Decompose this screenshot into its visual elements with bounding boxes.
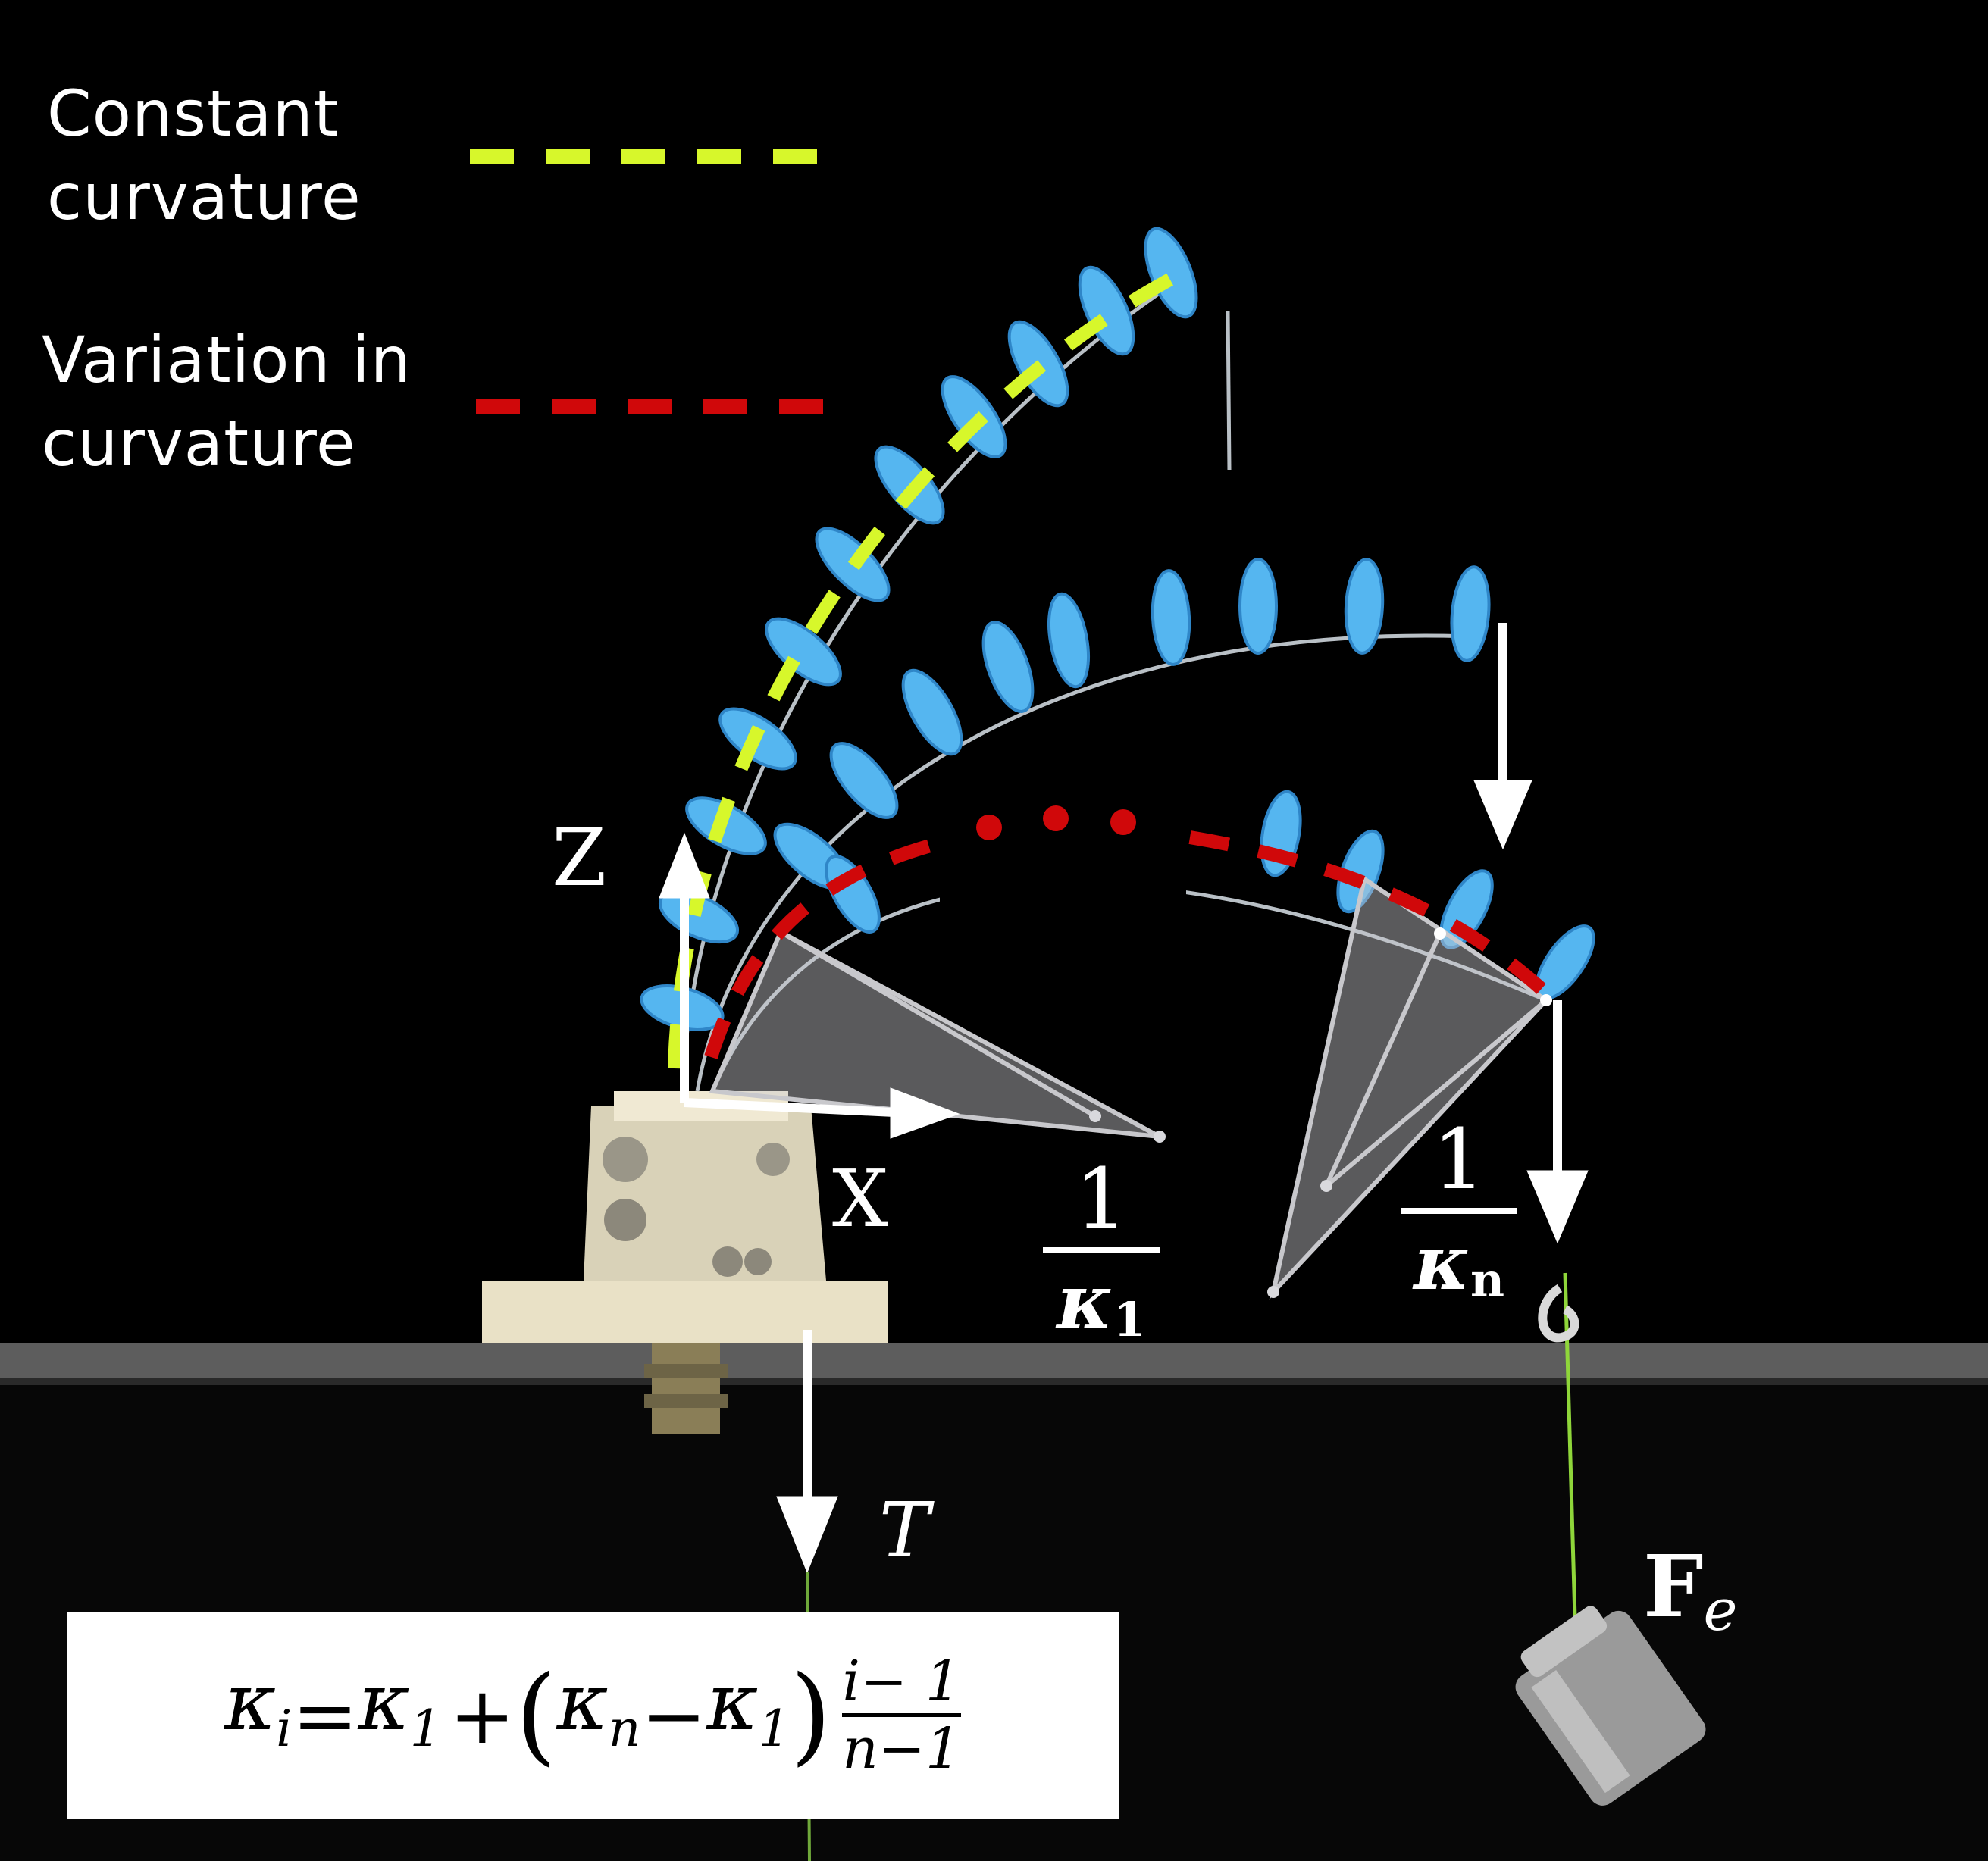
kappa-index: n	[608, 1699, 641, 1758]
force-arrows	[776, 623, 1589, 1574]
kappa-symbol: κ	[1413, 1218, 1470, 1307]
formula-kappa-i: κi	[224, 1656, 292, 1775]
constant-curvature-fit	[668, 267, 1186, 1069]
hidden-region	[940, 765, 1186, 905]
segments	[640, 227, 1595, 1031]
formula-fraction-denominator: n−1	[842, 1716, 961, 1781]
force-index: e	[1703, 1576, 1738, 1644]
kappa-index: 1	[409, 1699, 442, 1758]
curvature-cones	[709, 875, 1552, 1300]
formula-minus: −	[640, 1669, 707, 1762]
coordinate-axes	[659, 832, 960, 1139]
force-symbol: F	[1643, 1537, 1704, 1637]
fraction-bar	[1401, 1208, 1517, 1214]
legend-variation-label: Variation in curvature	[42, 318, 412, 485]
external-force-label: Fe	[1643, 1542, 1738, 1656]
kappa-symbol: κ	[556, 1655, 609, 1748]
formula-plus: +	[449, 1669, 515, 1762]
formula-open-paren: (	[515, 1653, 557, 1777]
kappa-index: i	[276, 1699, 293, 1758]
ellipsis-dot	[976, 815, 1002, 840]
formula-kappa-1b: κ1	[706, 1656, 790, 1775]
table-bar-shadow	[0, 1378, 1988, 1385]
kappa-symbol: κ	[358, 1655, 410, 1748]
radius-first-numerator: 1	[1075, 1150, 1128, 1247]
formula-close-paren: )	[790, 1653, 832, 1777]
x-axis-label: X	[832, 1153, 889, 1245]
legend-constant-line1: Constant	[47, 77, 340, 151]
kappa-index: n	[1470, 1253, 1505, 1308]
kappa-symbol: κ	[224, 1655, 277, 1748]
radius-first-denominator: κ1	[1037, 1256, 1166, 1365]
curvature-formula-box: κi = κ1 + ( κn − κ1 ) i− 1 n−1	[67, 1612, 1119, 1819]
kappa-symbol: κ	[706, 1655, 759, 1748]
tension-label: T	[879, 1486, 930, 1575]
kappa-symbol: κ	[1056, 1257, 1113, 1346]
formula-fraction-numerator: i− 1	[842, 1649, 961, 1714]
formula-equals: =	[292, 1669, 358, 1762]
radius-last-denominator: κn	[1395, 1217, 1523, 1326]
fraction-bar	[842, 1713, 961, 1717]
kappa-index: 1	[758, 1699, 791, 1758]
radius-last-numerator: 1	[1432, 1111, 1486, 1208]
legend-variation-line2: curvature	[42, 406, 356, 480]
legend-constant-label: Constant curvature	[47, 72, 362, 239]
formula-fraction: i− 1 n−1	[842, 1651, 961, 1779]
kappa-index: 1	[1113, 1292, 1147, 1347]
radius-label-first: 1 κ1	[1037, 1153, 1166, 1365]
formula-kappa-n: κn	[556, 1656, 640, 1775]
curvature-formula: κi = κ1 + ( κn − κ1 ) i− 1 n−1	[224, 1651, 961, 1779]
legend-constant-line2: curvature	[47, 160, 362, 234]
z-axis-label: Z	[552, 812, 607, 904]
fraction-bar	[1043, 1247, 1160, 1253]
ellipsis-dot	[1043, 805, 1069, 831]
variable-curvature-fit	[704, 830, 1567, 1059]
formula-kappa-1: κ1	[358, 1656, 442, 1775]
radius-label-last: 1 κn	[1395, 1114, 1523, 1326]
table-bar	[0, 1343, 1988, 1378]
ellipsis-dot	[1110, 809, 1136, 835]
legend-variation-line1: Variation in	[42, 323, 412, 397]
